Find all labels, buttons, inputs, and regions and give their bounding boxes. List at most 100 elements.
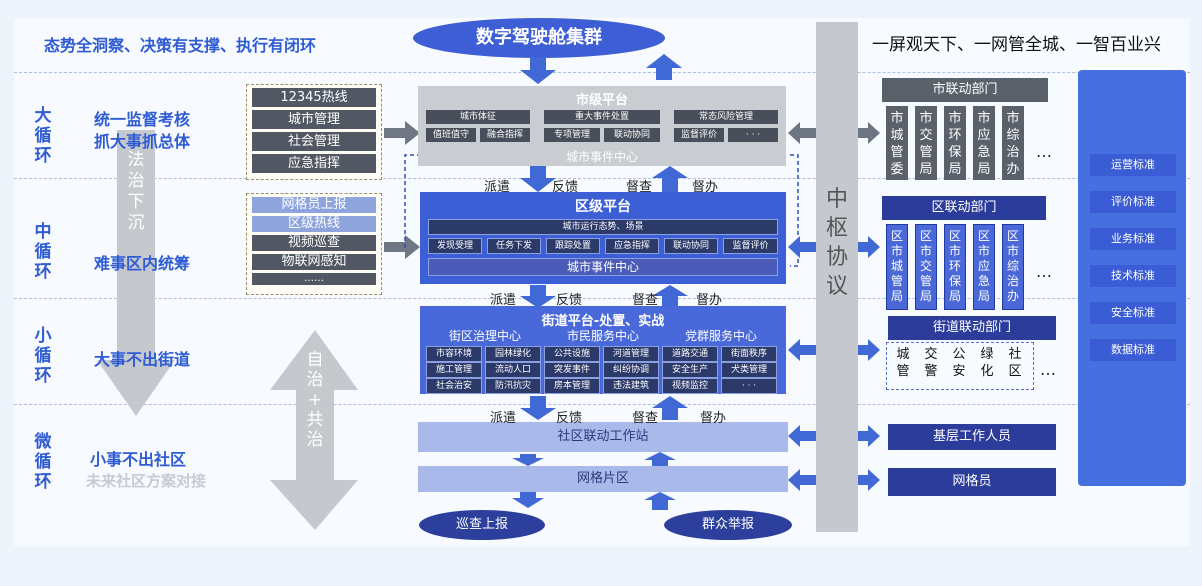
- arrow-down: [520, 58, 556, 84]
- street-cell: 施工管理: [426, 362, 482, 378]
- hub-protocol: [816, 22, 858, 532]
- street-cell: 街面秩序: [721, 346, 777, 362]
- cycle-micro-desc: 小事不出社区: [90, 450, 187, 469]
- flow-feedback: 反馈: [552, 180, 579, 195]
- patrol-report: 巡查上报: [419, 510, 545, 540]
- flow-inspect: 督查: [632, 411, 659, 426]
- community-station: 社区联动工作站: [418, 422, 788, 452]
- city-cell: 专项管理: [544, 128, 600, 142]
- street-dept-item: 公 安: [952, 347, 966, 379]
- street-cell: 房本管理: [544, 378, 600, 394]
- district-cell: 联动协同: [664, 238, 718, 254]
- street-cell: 社会治安: [426, 378, 482, 394]
- district-dept-item: 区 市 环 保 局: [944, 224, 966, 310]
- source-item: 应急指挥: [252, 154, 376, 173]
- public-report: 群众举报: [664, 510, 792, 540]
- band-divider: [14, 404, 1190, 405]
- fazhi-down-arrow: [97, 130, 175, 416]
- cycle-big: 大 循 环: [34, 106, 52, 166]
- street-dept-item: 城 管: [896, 347, 910, 379]
- district-dept-item: 区 市 应 急 局: [973, 224, 995, 310]
- street-dept-title: 街道联动部门: [888, 316, 1056, 340]
- zizhi-label: 自 治 + 共 治: [306, 350, 324, 450]
- flow-dispatch: 派遣: [490, 293, 517, 308]
- standard-item: 数据标准: [1090, 339, 1176, 361]
- district-cell: 监督评价: [723, 238, 778, 254]
- standard-item: 业务标准: [1090, 228, 1176, 250]
- city-dept-item: 市 环 保 局: [944, 106, 966, 180]
- city-platform: 市级平台 城市体征 重大事件处置 常态风险管理 值班值守 融合指挥 专项管理 联…: [418, 86, 786, 166]
- top-left-slogan: 态势全洞察、决策有支撑、执行有闭环: [44, 36, 317, 55]
- street-group: 街区治理中心: [448, 329, 521, 343]
- ellipsis: …: [1040, 360, 1056, 379]
- ellipsis: …: [1036, 262, 1052, 281]
- street-cell: · · ·: [721, 378, 777, 394]
- city-event-center: 城市事件中心: [565, 150, 638, 164]
- street-dept-item: 社 区: [1008, 347, 1022, 379]
- street-cell: 纠纷协调: [603, 362, 659, 378]
- street-group: 党群服务中心: [684, 329, 757, 343]
- band-divider: [14, 72, 1190, 73]
- street-cell: 突发事件: [544, 362, 600, 378]
- cycle-micro: 微 循 环: [34, 432, 52, 492]
- city-group: 常态风险管理: [674, 110, 778, 124]
- district-subtitle: 城市运行态势、场景: [428, 219, 778, 235]
- city-platform-title: 市级平台: [575, 93, 628, 108]
- ellipsis: …: [1036, 142, 1052, 161]
- street-cell: 视频监控: [662, 378, 718, 394]
- zizhi-updown-arrow: [270, 330, 358, 530]
- grid-area: 网格片区: [418, 466, 788, 492]
- flow-dispatch: 派遣: [490, 411, 517, 426]
- source-item: 12345热线: [252, 88, 376, 107]
- cycle-mid: 中 循 环: [34, 222, 52, 282]
- street-platform-title: 街道平台-处置、实战: [541, 314, 665, 329]
- street-platform: 街道平台-处置、实战 街区治理中心 市民服务中心 党群服务中心 市容环境园林绿化…: [420, 306, 786, 394]
- district-event-center: 城市事件中心: [428, 258, 778, 276]
- cycle-small: 小 循 环: [34, 326, 52, 386]
- band-divider: [14, 298, 1190, 299]
- city-cell: · · ·: [728, 128, 778, 142]
- cockpit-ellipse: 数字驾驶舱集群: [413, 18, 665, 58]
- source-item: 区级热线: [252, 216, 376, 232]
- fazhi-label: 法 治 下 沉: [127, 150, 145, 233]
- flow-feedback: 反馈: [556, 293, 583, 308]
- street-cell: 违法建筑: [603, 378, 659, 394]
- city-dept-item: 市 交 管 局: [915, 106, 937, 180]
- standard-item: 技术标准: [1090, 265, 1176, 287]
- district-dept-item: 区 市 交 管 局: [915, 224, 937, 310]
- cycle-mid-desc: 难事区内统筹: [94, 254, 191, 273]
- street-cell: 园林绿化: [485, 346, 541, 362]
- district-dept-title: 区联动部门: [882, 196, 1046, 220]
- city-dept-item: 市 综 治 办: [1002, 106, 1024, 180]
- street-cell: 河道管理: [603, 346, 659, 362]
- band-divider: [14, 178, 1190, 179]
- district-platform: 区级平台 城市运行态势、场景 发现受理 任务下发 跟踪处置 应急指挥 联动协同 …: [420, 192, 786, 284]
- district-cell: 应急指挥: [605, 238, 659, 254]
- cycle-micro-sub: 未来社区方案对接: [86, 472, 207, 490]
- city-group: 城市体征: [426, 110, 530, 124]
- street-cell: 防汛抗灾: [485, 378, 541, 394]
- standard-item: 评价标准: [1090, 191, 1176, 213]
- grassroots-staff: 基层工作人员: [888, 424, 1056, 450]
- source-item: 物联网感知: [252, 254, 376, 270]
- source-item: 社会管理: [252, 132, 376, 151]
- district-platform-title: 区级平台: [575, 199, 631, 215]
- flow-supervise: 督办: [692, 180, 719, 195]
- city-cell: 联动协同: [604, 128, 660, 142]
- city-dept-title: 市联动部门: [882, 78, 1048, 102]
- city-cell: 融合指挥: [480, 128, 530, 142]
- flow-feedback: 反馈: [556, 411, 583, 426]
- street-cell: 流动人口: [485, 362, 541, 378]
- district-dept-item: 区 市 城 管 局: [886, 224, 908, 310]
- source-item: ……: [252, 273, 376, 285]
- hub-protocol-label: 中 枢 协 议: [825, 187, 848, 299]
- street-cell: 安全生产: [662, 362, 718, 378]
- source-item: 视频巡查: [252, 235, 376, 251]
- flow-inspect: 督查: [632, 293, 659, 308]
- city-cell: 监督评价: [674, 128, 724, 142]
- city-group: 重大事件处置: [544, 110, 660, 124]
- city-dept-item: 市 城 管 委: [886, 106, 908, 180]
- flow-supervise: 督办: [700, 411, 727, 426]
- cycle-big-desc-1: 统一监督考核: [94, 110, 191, 129]
- flow-dispatch: 派遣: [484, 180, 511, 195]
